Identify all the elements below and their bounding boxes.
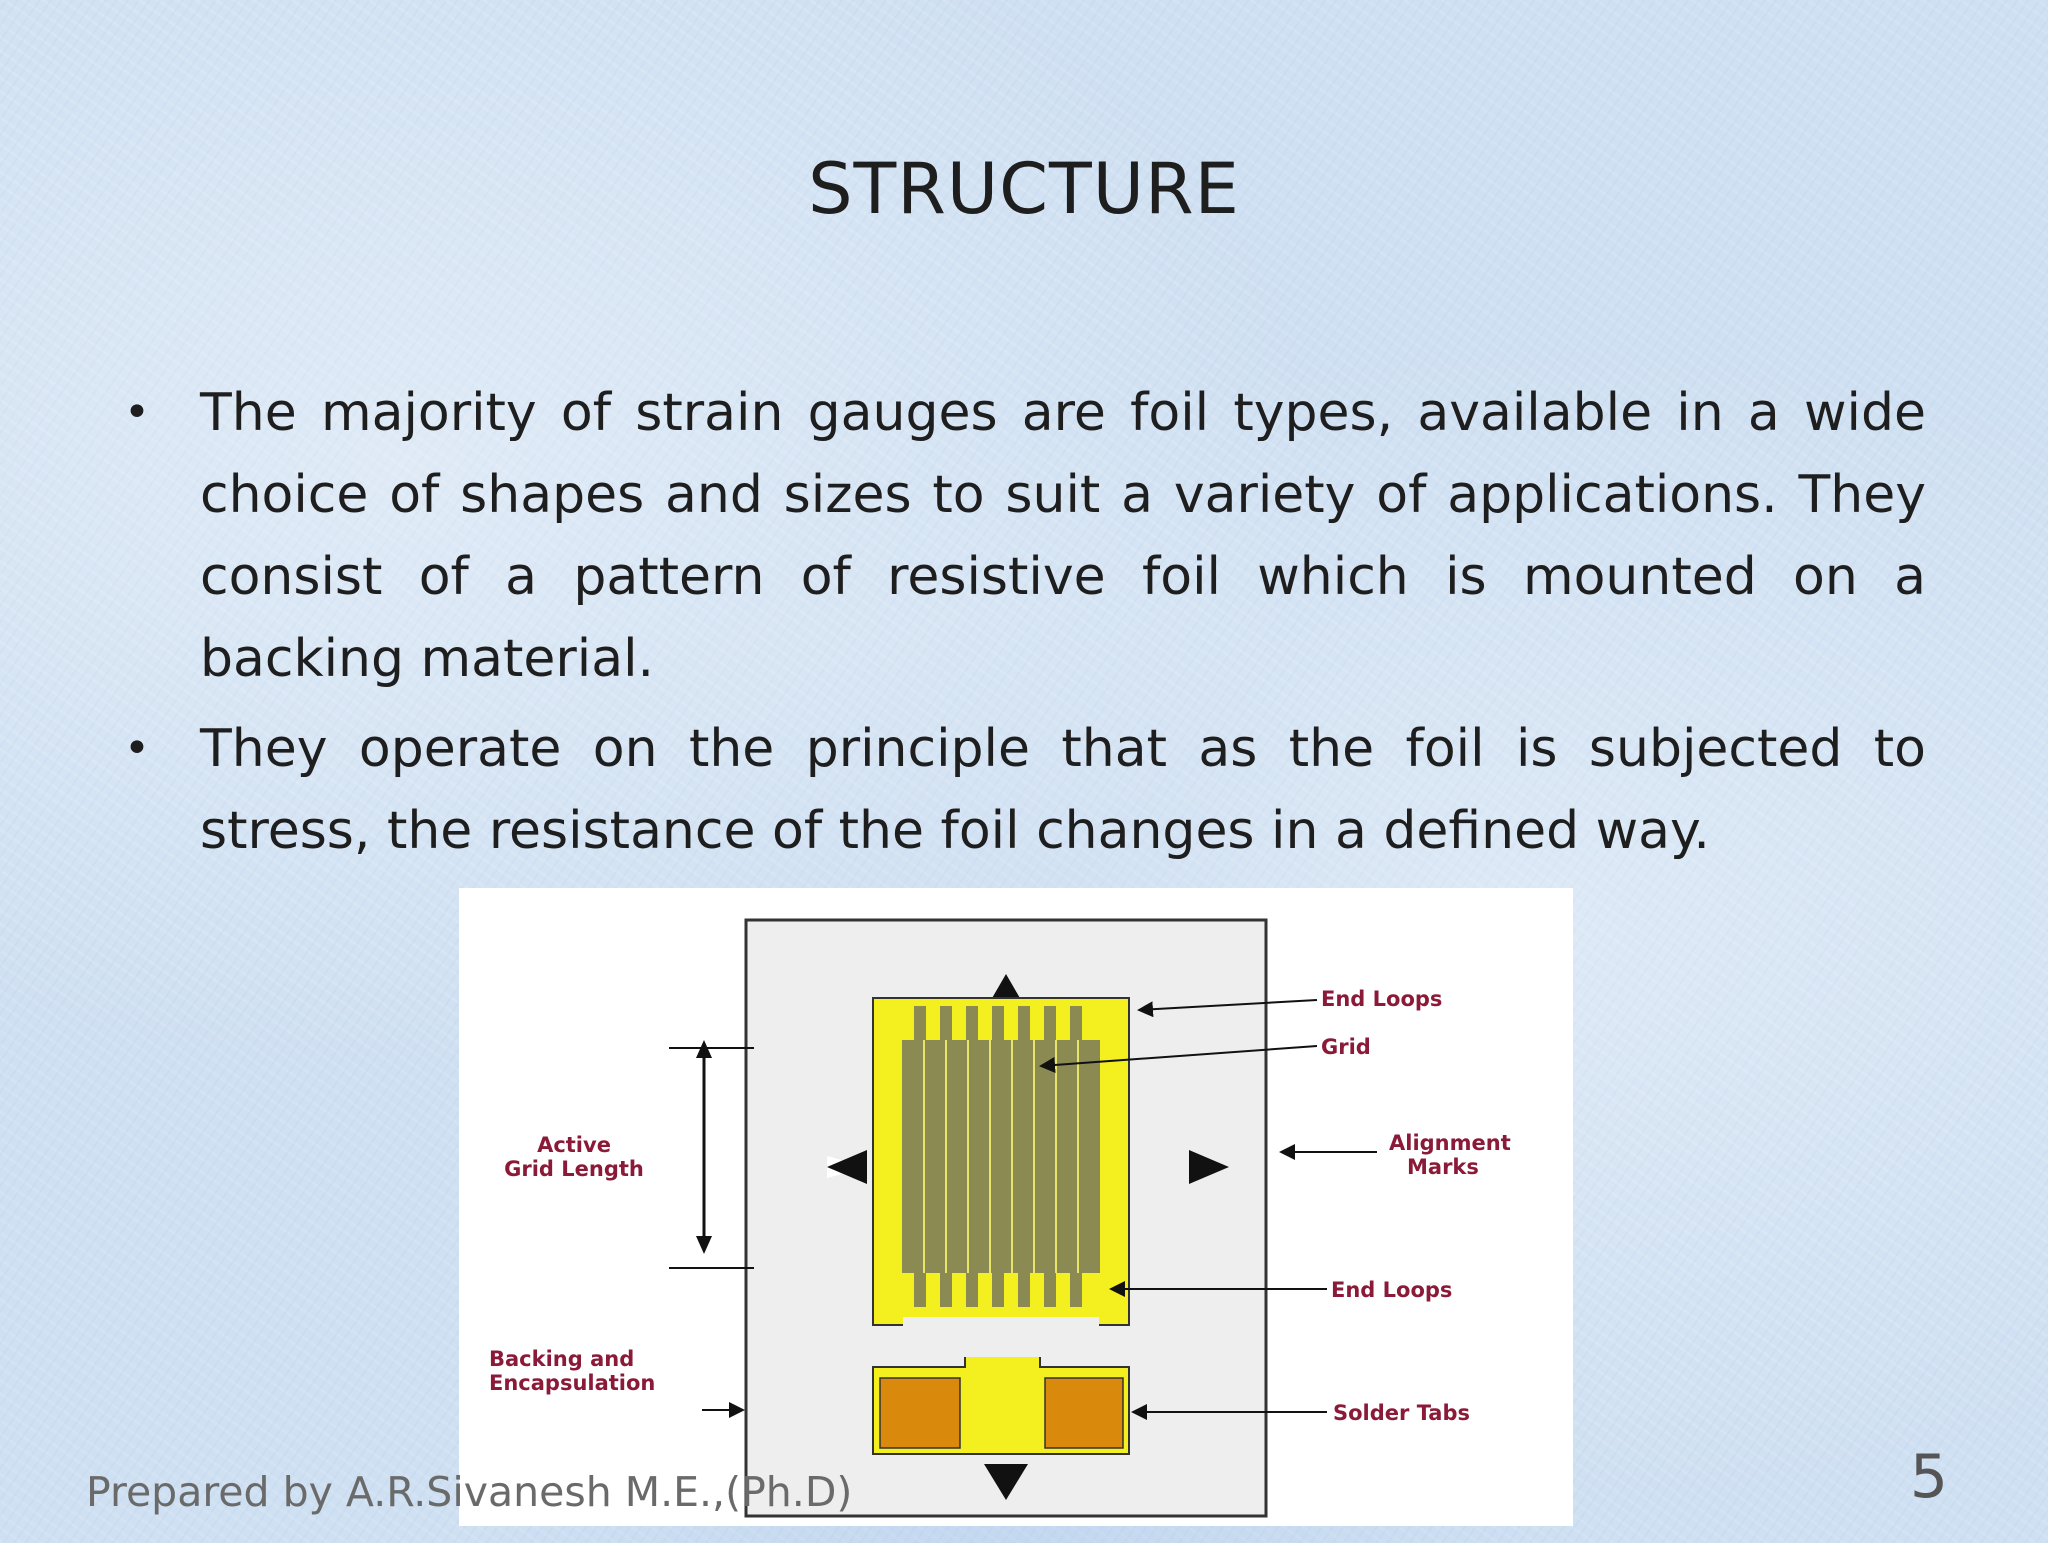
slide-title: STRUCTURE: [808, 148, 1240, 230]
bullet-text: The majority of strain gauges are foil t…: [200, 383, 1926, 689]
footer-author: Prepared by A.R.Sivanesh M.E.,(Ph.D): [86, 1468, 853, 1516]
label-grid: Grid: [1321, 1035, 1371, 1059]
label-alignment-marks: Marks: [1407, 1155, 1479, 1179]
label-end-loops-bottom: End Loops: [1331, 1278, 1452, 1302]
end-loop-slot: [992, 1273, 1004, 1307]
label-active-grid-length: Active: [537, 1133, 611, 1157]
dimension-arrow-down: [696, 1236, 712, 1254]
label-end-loops-top: End Loops: [1321, 987, 1442, 1011]
grid-area: [902, 1040, 1100, 1273]
solder-tab-left: [879, 1377, 961, 1449]
end-loop-slot: [914, 1006, 926, 1040]
end-loop-slot: [914, 1273, 926, 1307]
strain-gauge-diagram: End Loops Grid Alignment Marks Active Gr…: [459, 888, 1573, 1526]
bullet-item: • The majority of strain gauges are foil…: [118, 372, 1926, 700]
solder-tab-right: [1044, 1377, 1124, 1449]
bullet-text: They operate on the principle that as th…: [200, 719, 1926, 861]
end-loop-slot: [992, 1006, 1004, 1040]
page-number: 5: [1909, 1442, 1948, 1512]
alignment-mark-left-triangle: [827, 1150, 867, 1184]
end-loop-slot: [1070, 1006, 1082, 1040]
leader-end-loops-top: [1137, 999, 1318, 1018]
label-backing-encapsulation: Encapsulation: [489, 1371, 655, 1395]
end-loop-slot: [1070, 1273, 1082, 1307]
bullet-dot: •: [124, 723, 150, 774]
end-loop-slot: [1044, 1273, 1056, 1307]
foil-cutout: [903, 1317, 1099, 1357]
end-loop-slots: [903, 1006, 1099, 1357]
bullet-dot: •: [124, 387, 150, 438]
alignment-mark-right-triangle: [1189, 1150, 1229, 1184]
label-alignment-marks: Alignment: [1389, 1131, 1511, 1155]
bullet-list: • The majority of strain gauges are foil…: [118, 372, 1926, 880]
grid-lines: [902, 1040, 1100, 1273]
end-loop-slot: [966, 1273, 978, 1307]
strain-direction-arrow-down: [984, 1464, 1028, 1500]
label-active-grid-length: Grid Length: [504, 1157, 644, 1181]
end-loop-slot: [940, 1273, 952, 1307]
label-backing-encapsulation: Backing and: [489, 1347, 634, 1371]
end-loop-slot: [1018, 1006, 1030, 1040]
end-loop-slot: [940, 1006, 952, 1040]
end-loop-slot: [966, 1006, 978, 1040]
label-solder-tabs: Solder Tabs: [1333, 1401, 1470, 1425]
leader-grid: [1039, 1045, 1318, 1073]
end-loop-slot: [1018, 1273, 1030, 1307]
bullet-item: • They operate on the principle that as …: [118, 708, 1926, 872]
end-loop-slot: [1044, 1006, 1056, 1040]
